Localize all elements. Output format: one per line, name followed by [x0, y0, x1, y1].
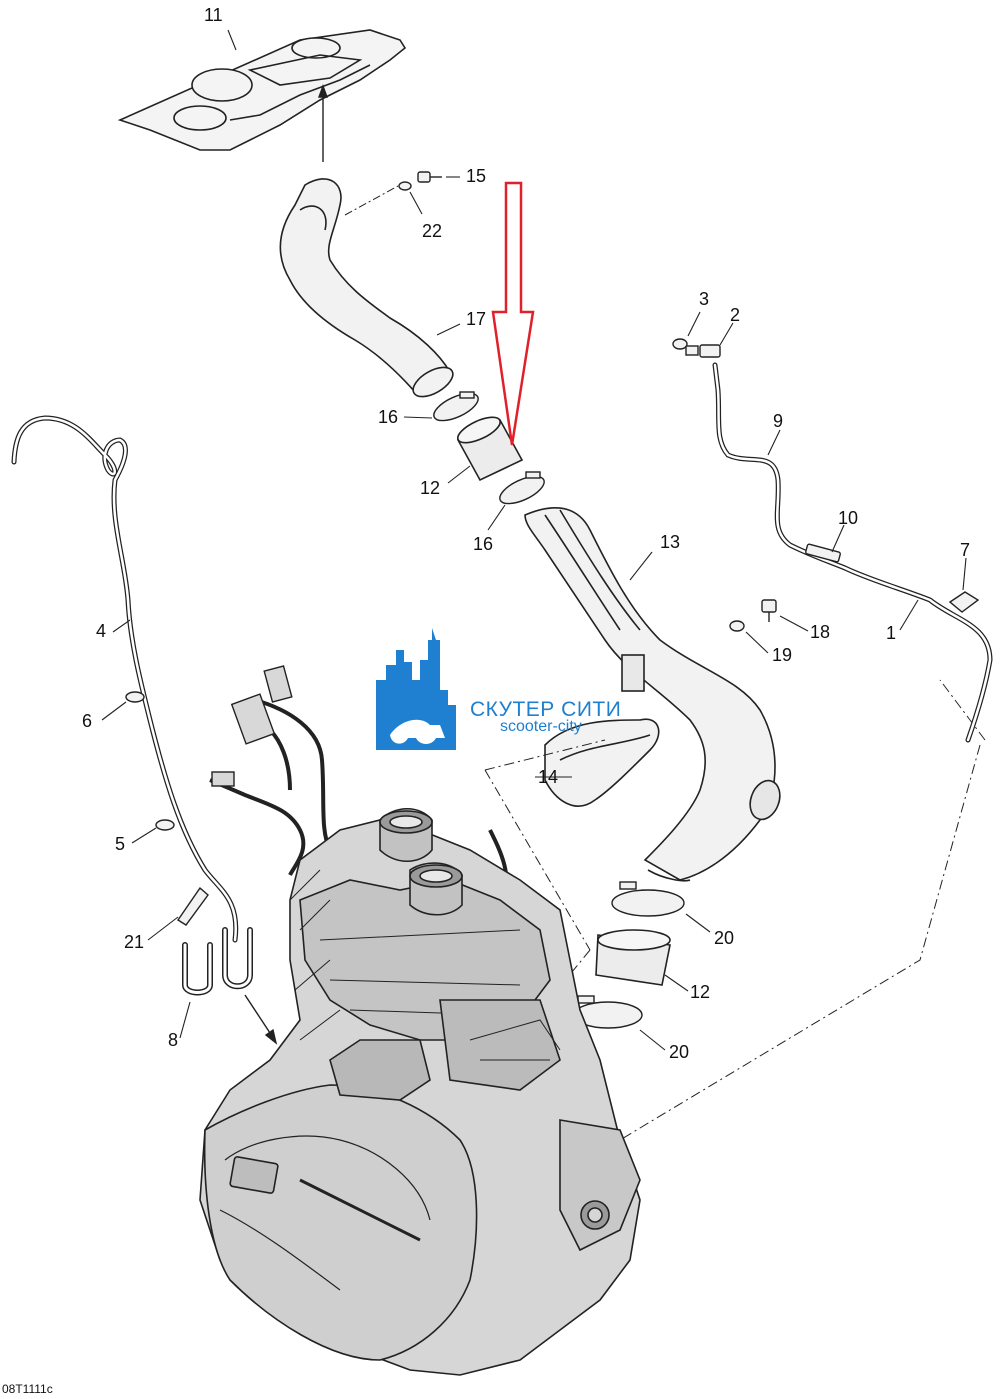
highlight-arrow — [491, 181, 535, 446]
clamp-part-16-lower — [499, 471, 545, 505]
screw-part-15 — [417, 171, 442, 183]
watermark-subtitle: scooter-city — [500, 718, 582, 735]
vent-hose-parts-1-9 — [712, 362, 993, 743]
callout-leaders — [101, 29, 967, 1051]
watermark-logo — [376, 628, 456, 750]
callout-20-lower: 20 — [669, 1042, 690, 1062]
clip-part-5 — [155, 819, 175, 831]
hose-part-4 — [11, 415, 239, 943]
callout-10: 10 — [838, 508, 859, 528]
bolt-part-18 — [761, 599, 777, 622]
callout-21: 21 — [124, 932, 145, 952]
callout-8: 8 — [168, 1030, 179, 1050]
callout-22: 22 — [422, 221, 443, 241]
assembly-arrow-down — [244, 994, 278, 1045]
hose-part-8-highlight — [183, 928, 252, 994]
callout-5: 5 — [115, 834, 126, 854]
callout-18: 18 — [810, 622, 831, 642]
leader-line — [344, 185, 399, 216]
callout-13: 13 — [660, 532, 681, 552]
upper-duct-part-17 — [279, 178, 454, 398]
watermark-title: СКУТЕР СИТИ — [470, 698, 622, 721]
callout-14: 14 — [538, 767, 559, 787]
callout-20-upper: 20 — [714, 928, 735, 948]
washer-part-22 — [398, 181, 412, 191]
sleeve-part-12-upper — [456, 416, 524, 482]
callout-4: 4 — [96, 621, 107, 641]
callout-17: 17 — [466, 309, 487, 329]
heat-shield-part-11 — [117, 29, 407, 151]
assembly-guide-lines — [484, 679, 986, 1141]
assembly-arrow-up — [318, 83, 328, 162]
clamp-part-20-lower — [573, 995, 643, 1029]
bracket-part-21 — [177, 886, 209, 926]
vent-hose-highlight — [713, 363, 992, 742]
sleeve-part-12-lower — [595, 929, 671, 986]
clip-part-6 — [125, 691, 145, 703]
shroud-part-14 — [544, 718, 660, 807]
callout-16-upper: 16 — [378, 407, 399, 427]
hose-part-8 — [182, 927, 253, 996]
connector-part-10 — [805, 543, 841, 563]
callout-15: 15 — [466, 166, 487, 186]
callout-12-upper: 12 — [420, 478, 441, 498]
callout-1: 1 — [886, 623, 897, 643]
callout-19: 19 — [772, 645, 793, 665]
lower-duct-part-13 — [524, 507, 781, 882]
engine-assembly — [199, 808, 641, 1376]
clamp-part-20-upper — [611, 881, 685, 917]
hose-part-4-highlight — [12, 416, 238, 942]
washer-part-19 — [729, 620, 745, 632]
callout-3: 3 — [699, 289, 710, 309]
drawing-code: 08T1111c — [2, 1382, 53, 1396]
callout-2: 2 — [730, 305, 741, 325]
fitting-part-2 — [685, 344, 721, 358]
washer-part-3 — [672, 338, 688, 350]
callout-16-lower: 16 — [473, 534, 494, 554]
callout-6: 6 — [82, 711, 93, 731]
callout-12-lower: 12 — [690, 982, 711, 1002]
callout-9: 9 — [773, 411, 784, 431]
clip-part-7 — [948, 591, 980, 613]
harness-connector — [211, 665, 293, 787]
clamp-part-16-upper — [433, 391, 479, 422]
callout-7: 7 — [960, 540, 971, 560]
callout-11: 11 — [204, 5, 223, 25]
